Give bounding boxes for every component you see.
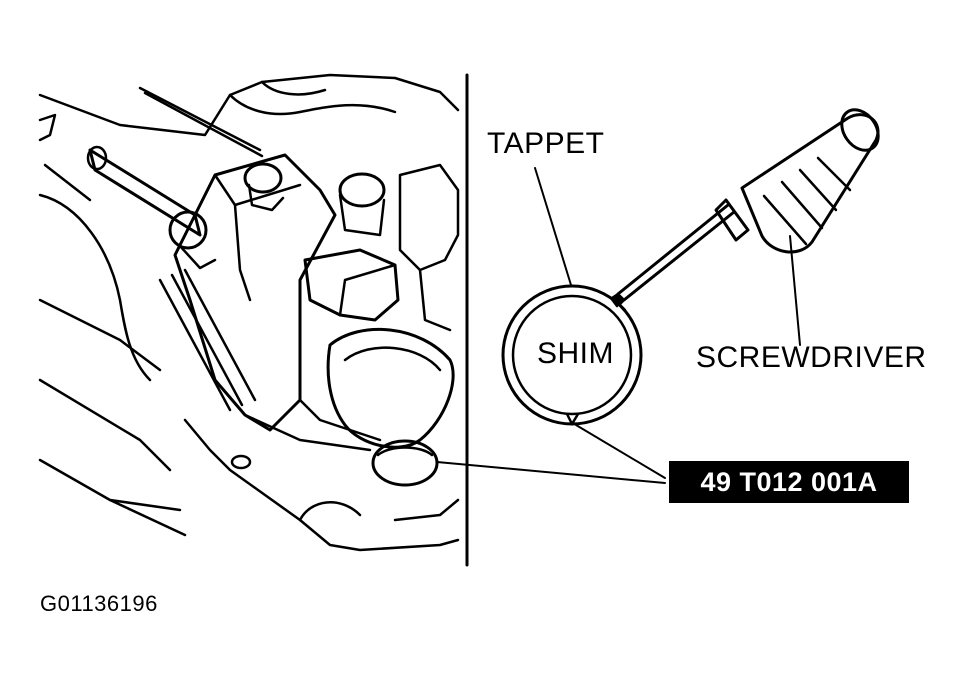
tappet-label: TAPPET [487,127,605,160]
shim-inner-ring [511,294,633,416]
tool-leader-left [436,461,666,484]
cylinder-head-outline [38,73,460,552]
figure-id: G01136196 [40,591,158,616]
tappet-leader [534,167,572,286]
camshaft-lobe [326,163,460,449]
tool-number-text: 49 T012 001A [700,466,878,497]
tool-leader-right [575,424,666,479]
tool-number-badge: 49 T012 001A [669,461,909,503]
tappet-bore-left [371,439,439,487]
screwdriver-illustration [610,108,880,306]
shim-label: SHIM [537,337,614,370]
leader-lines [436,167,801,484]
screwdriver-label: SCREWDRIVER [696,341,927,374]
valve-tappet-tool-body [86,145,400,452]
screwdriver-leader [789,235,801,346]
